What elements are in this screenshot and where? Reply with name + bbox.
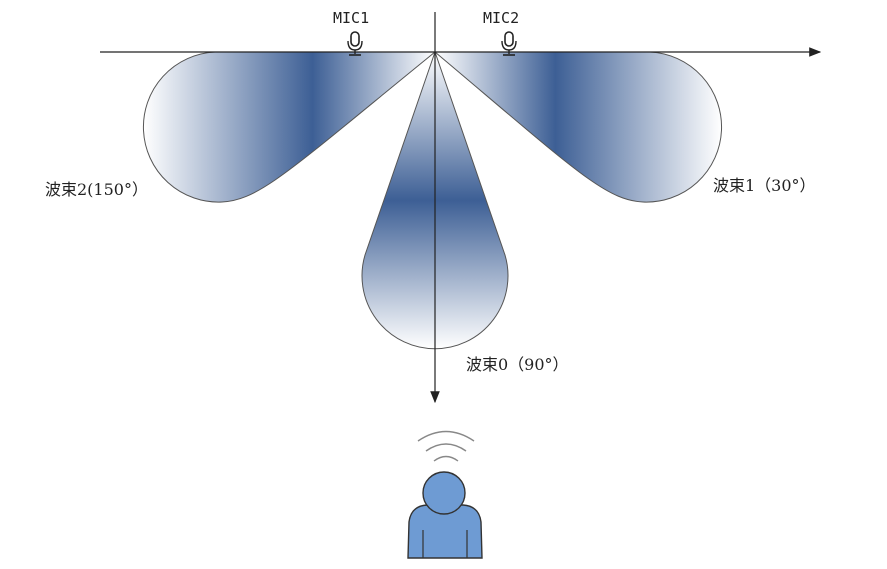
beam-lobe-30 xyxy=(433,51,723,203)
sound-wave-icon xyxy=(417,430,475,462)
person-icon xyxy=(407,471,483,559)
mic2-label: MIC2 xyxy=(483,9,519,27)
beam-lobe-150 xyxy=(142,51,437,203)
beam2-label: 波束2(150°） xyxy=(45,180,148,199)
beam1-label: 波束1（30°） xyxy=(713,176,816,195)
microphone-icon xyxy=(501,31,517,56)
beam0-label: 波束0（90°） xyxy=(466,355,569,374)
microphone-icon xyxy=(347,31,363,56)
mic1-label: MIC1 xyxy=(333,9,369,27)
